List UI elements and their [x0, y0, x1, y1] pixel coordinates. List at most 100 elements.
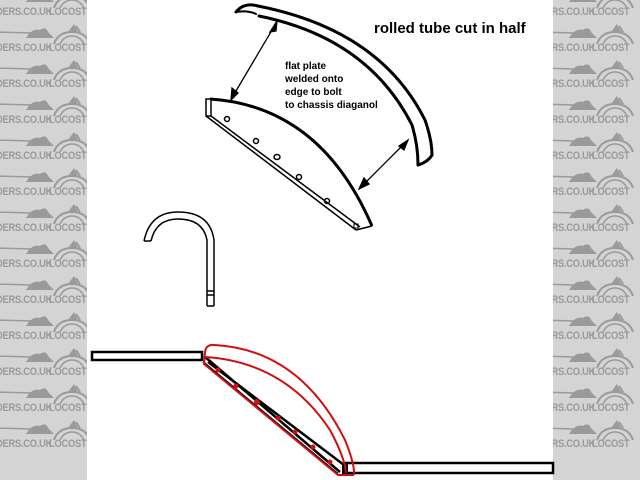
watermark-text: DERS.CO.UK	[0, 294, 53, 306]
locost-logo-icon	[52, 240, 87, 267]
car-logo-icon	[0, 420, 56, 441]
car-logo-icon	[553, 24, 599, 45]
watermark-text: DERS.CO.UK	[0, 150, 53, 162]
diagram-title: rolled tube cut in half	[374, 20, 526, 37]
watermark-text: LOCOST	[592, 222, 630, 234]
watermark-text: LOCOST	[49, 438, 87, 450]
car-logo-icon	[553, 132, 599, 153]
tube-cross-section	[143, 211, 215, 307]
watermark-text: DERS.CO.UK	[553, 258, 596, 270]
locost-logo-icon	[52, 132, 87, 159]
watermark-text: LOCOST	[592, 294, 630, 306]
watermark-text: LOCOST	[49, 402, 87, 414]
note-line: to chassis diaganol	[285, 100, 378, 111]
watermark-text: LOCOST	[592, 42, 630, 54]
red-tube-highlight	[202, 343, 356, 476]
locost-logo-icon	[52, 0, 87, 15]
note-line: flat plate	[285, 61, 327, 72]
watermark-text: DERS.CO.UK	[553, 330, 596, 342]
locost-logo-icon	[595, 24, 635, 51]
car-logo-icon	[0, 96, 56, 117]
watermark-text: DERS.CO.UK	[0, 258, 53, 270]
watermark-text: DERS.CO.UK	[0, 438, 53, 450]
watermark-text: DERS.CO.UK	[553, 150, 596, 162]
car-logo-icon	[553, 276, 599, 297]
car-logo-icon	[0, 24, 56, 45]
locost-logo-icon	[52, 204, 87, 231]
flat-plate-segment	[205, 97, 374, 231]
watermark-text: DERS.CO.UK	[553, 78, 596, 90]
locost-logo-icon	[595, 96, 635, 123]
watermark-text: DERS.CO.UK	[553, 366, 596, 378]
car-logo-icon	[553, 60, 599, 81]
car-logo-icon	[553, 420, 599, 441]
watermark-text: LOCOST	[49, 330, 87, 342]
watermark-text: LOCOST	[592, 6, 630, 18]
car-logo-icon	[553, 384, 599, 405]
rolled-half-tube	[234, 3, 434, 167]
car-logo-icon	[0, 348, 56, 369]
locost-logo-icon	[595, 204, 635, 231]
watermark-text: LOCOST	[49, 258, 87, 270]
locost-logo-icon	[52, 60, 87, 87]
locost-logo-icon	[595, 348, 635, 375]
note-line: edge to bolt	[285, 87, 342, 98]
car-logo-icon	[0, 60, 56, 81]
locost-logo-icon	[595, 312, 635, 339]
locost-logo-icon	[52, 96, 87, 123]
watermark-text: LOCOST	[592, 114, 630, 126]
watermark-text: DERS.CO.UK	[0, 42, 53, 54]
pointer-arrows	[230, 20, 410, 191]
car-logo-icon	[553, 0, 599, 9]
locost-logo-icon	[52, 312, 87, 339]
watermark-text: LOCOST	[49, 42, 87, 54]
car-logo-icon	[0, 132, 56, 153]
watermark-text: LOCOST	[49, 222, 87, 234]
watermark-text: DERS.CO.UK	[553, 294, 596, 306]
watermark-text: LOCOST	[49, 6, 87, 18]
locost-logo-icon	[595, 420, 635, 447]
watermark-text: DERS.CO.UK	[0, 186, 53, 198]
locost-logo-icon	[52, 384, 87, 411]
watermark-text: DERS.CO.UK	[0, 222, 53, 234]
car-logo-icon	[0, 384, 56, 405]
car-logo-icon	[0, 168, 56, 189]
watermark-text: DERS.CO.UK	[0, 78, 53, 90]
plate-annotation: flat plate welded onto edge to bolt to c…	[285, 60, 378, 112]
car-logo-icon	[0, 276, 56, 297]
bolt-holes	[223, 115, 331, 205]
watermark-text: LOCOST	[49, 114, 87, 126]
car-logo-icon	[553, 348, 599, 369]
chassis-assembly	[90, 350, 555, 475]
locost-logo-icon	[595, 60, 635, 87]
watermark-text: DERS.CO.UK	[553, 6, 596, 18]
watermark-text: DERS.CO.UK	[553, 186, 596, 198]
locost-logo-icon	[52, 420, 87, 447]
car-logo-icon	[553, 204, 599, 225]
watermark-text: DERS.CO.UK	[0, 6, 53, 18]
watermark-text: LOCOST	[592, 150, 630, 162]
car-logo-icon	[0, 204, 56, 225]
watermark-text: LOCOST	[49, 294, 87, 306]
watermark-text: LOCOST	[49, 78, 87, 90]
watermark-text: LOCOST	[49, 150, 87, 162]
